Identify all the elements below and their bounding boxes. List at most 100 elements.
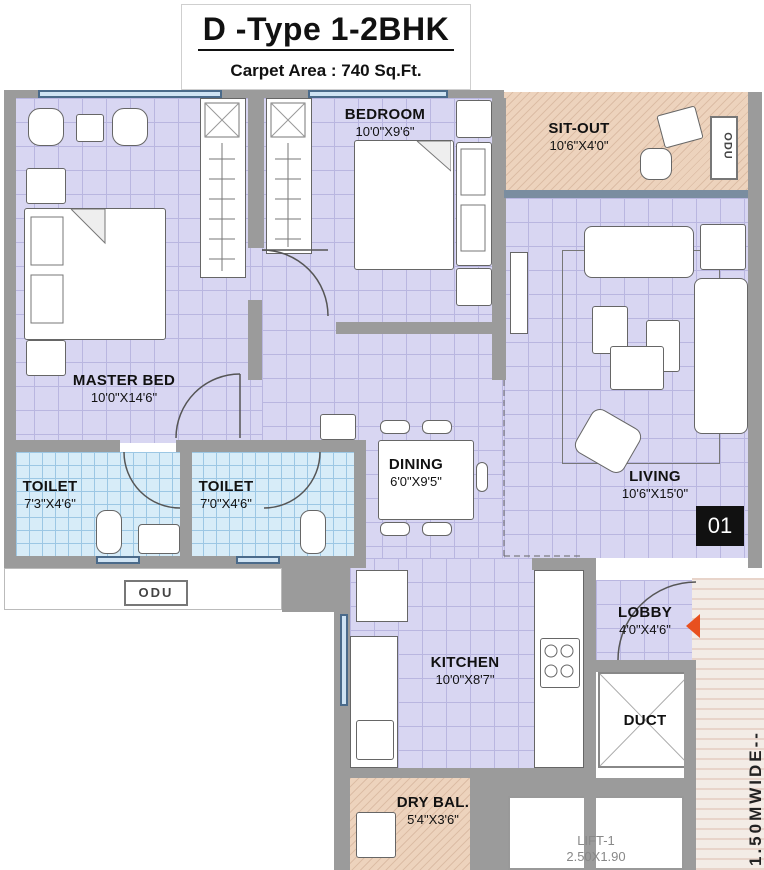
duct-name: DUCT	[623, 712, 667, 729]
sitout-chair-icon	[640, 148, 672, 180]
wardrobe-master	[200, 98, 246, 278]
bedroom-pillow-lines	[460, 148, 486, 252]
label-living: LIVING 10'6"X15'0"	[590, 468, 720, 501]
dining-chair-4	[422, 522, 452, 536]
hob-icon	[540, 638, 580, 688]
wall-toilet-right	[354, 440, 366, 566]
wall-lift-right	[684, 672, 696, 870]
unit-number: 01	[707, 513, 733, 538]
window-toilet-1	[96, 556, 140, 564]
master-nightstand-bottom	[26, 340, 66, 376]
toilet-1-dims: 7'3"X4'6"	[24, 496, 76, 511]
label-lobby: LOBBY 4'0"X4'6"	[600, 604, 690, 637]
kitchen-fridge	[356, 570, 408, 622]
dining-dims: 6'0"X9'5"	[390, 474, 442, 489]
washing-machine-icon	[356, 812, 396, 858]
wardrobe-bedroom	[266, 98, 312, 254]
wc-toilet-2-icon	[300, 510, 326, 554]
title-underline	[198, 49, 454, 51]
living-name: LIVING	[629, 468, 681, 485]
bedroom-name: BEDROOM	[344, 106, 426, 123]
bedroom-bed-icon	[354, 140, 454, 270]
road-width-label: 1.50MWIDE--	[746, 730, 764, 866]
sofa-three-seater-icon	[694, 278, 748, 434]
dining-chair-2	[422, 420, 452, 434]
dining-table-icon	[378, 440, 474, 520]
master-chair-left-icon	[28, 108, 64, 146]
label-toilet-1: TOILET 7'3"X4'6"	[10, 478, 90, 511]
lift-dims: 2.50X1.90	[566, 849, 626, 864]
bedroom-dims: 10'0"X9'6"	[355, 124, 415, 139]
master-side-table	[76, 114, 104, 142]
bedroom-nightstand-top	[456, 100, 492, 138]
toilet-2-floor	[190, 452, 354, 556]
label-toilet-2: TOILET 7'0"X4'6"	[186, 478, 266, 511]
wall-toilet-top-b	[176, 440, 366, 452]
hob-burners	[544, 644, 574, 678]
odu-bottom-label: ODU	[138, 585, 174, 600]
wall-lobby-bottom	[584, 660, 696, 672]
duct-cross	[600, 674, 690, 766]
dining-chair-5	[476, 462, 488, 492]
label-dry-bal: DRY BAL. 5'4"X3'6"	[386, 794, 480, 827]
bedroom-nightstand-bottom	[456, 268, 492, 306]
sit-out-floor	[504, 92, 750, 196]
plan-title-box: D -Type 1-2BHK Carpet Area : 740 Sq.Ft.	[181, 4, 471, 90]
lift-name: LIFT-1	[577, 833, 615, 848]
label-sit-out: SIT-OUT 10'6"X4'0"	[524, 120, 634, 153]
sofa-two-seater-icon	[584, 226, 694, 278]
master-bed-sheet	[30, 209, 106, 324]
bedroom-bed-sheet	[416, 141, 451, 172]
bedroom-pillows	[456, 142, 492, 266]
toilet-2-name: TOILET	[198, 478, 254, 495]
sit-out-dims: 10'6"X4'0"	[549, 138, 609, 153]
sit-out-name: SIT-OUT	[548, 120, 610, 137]
lobby-floor	[596, 580, 700, 662]
label-bedroom: BEDROOM 10'0"X9'6"	[320, 106, 450, 139]
wc-toilet-1-icon	[96, 510, 122, 554]
label-kitchen: KITCHEN 10'0"X8'7"	[410, 654, 520, 687]
wall-bed-bottom	[336, 322, 506, 334]
wall-right	[748, 92, 762, 568]
basin-toilet-1-icon	[138, 524, 180, 554]
label-dining: DINING 6'0"X9'5"	[366, 456, 466, 489]
living-dims: 10'6"X15'0"	[621, 486, 689, 501]
plan-title: D -Type 1-2BHK	[202, 11, 450, 47]
label-master-bed: MASTER BED 10'0"X14'6"	[54, 372, 194, 405]
duct-shaft	[598, 672, 692, 768]
master-bed-dims: 10'0"X14'6"	[90, 390, 158, 405]
window-master-bed	[38, 90, 222, 98]
entry-arrow-icon	[686, 614, 700, 638]
toilet-1-name: TOILET	[22, 478, 78, 495]
wall-lift-top	[474, 778, 692, 796]
window-kitchen	[340, 614, 348, 706]
dry-bal-dims: 5'4"X3'6"	[407, 812, 459, 827]
wall-mb-bed	[248, 98, 264, 248]
sofa-side-table	[700, 224, 746, 270]
tv-unit	[510, 252, 528, 334]
wall-toilet-mid	[180, 440, 192, 566]
lobby-dims: 4'0"X4'6"	[619, 622, 671, 637]
label-duct: DUCT	[600, 712, 690, 729]
wall-outer-top	[4, 90, 504, 98]
lobby-name: LOBBY	[618, 604, 672, 621]
master-nightstand-top	[26, 168, 66, 204]
carpet-area: Carpet Area : 740 Sq.Ft.	[230, 61, 422, 80]
dining-name: DINING	[388, 456, 444, 473]
window-bedroom	[308, 90, 448, 98]
wall-kitchen-bottom	[350, 768, 586, 778]
coffee-table-c	[610, 346, 664, 390]
wash-basin-icon	[320, 414, 356, 440]
wardrobe-master-hangers	[204, 102, 240, 271]
wall-sitout-bottom	[504, 190, 748, 198]
master-bed-name: MASTER BED	[72, 372, 176, 389]
lift-shaft	[508, 796, 684, 870]
unit-number-badge: 01	[696, 506, 744, 546]
wall-toilet-top-a	[10, 440, 120, 452]
master-double-bed-icon	[24, 208, 166, 340]
dining-chair-1	[380, 420, 410, 434]
wardrobe-bedroom-hangers	[270, 102, 306, 247]
label-lift: LIFT-1 2.50X1.90	[548, 832, 644, 864]
kitchen-dims: 10'0"X8'7"	[435, 672, 495, 687]
